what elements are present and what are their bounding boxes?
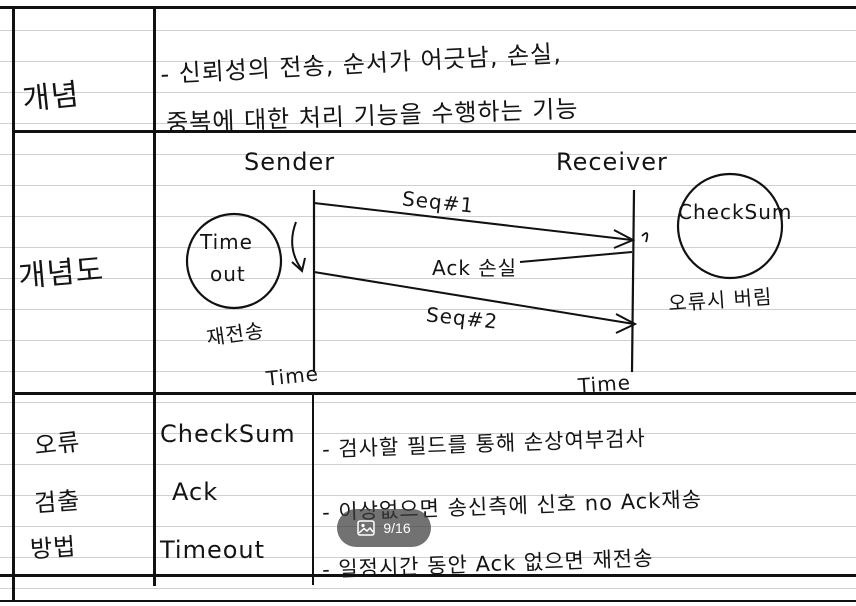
ack-arrow <box>519 251 633 263</box>
page-indicator-pill[interactable]: 9/16 <box>337 509 431 547</box>
timeout-label-2: out <box>210 262 246 286</box>
method-name-checksum: CheckSum <box>160 420 296 448</box>
methods-label-2: 검출 <box>33 486 82 518</box>
timeout-circle <box>185 212 283 310</box>
page-indicator-text: 9/16 <box>383 520 411 536</box>
methods-label-3: 방법 <box>29 532 78 564</box>
ack-label: Ack 손실 <box>432 256 518 280</box>
receiver-timeline <box>630 189 636 373</box>
left-border <box>12 6 15 602</box>
checksum-circle <box>676 172 784 280</box>
method-name-timeout: Timeout <box>160 536 266 564</box>
time-right-label: Time <box>577 370 632 398</box>
method-column-divider <box>312 395 314 585</box>
top-border <box>0 6 856 9</box>
seq1-arrow <box>313 202 633 241</box>
bottom-border-2 <box>0 600 856 602</box>
seq1-arrowhead <box>613 229 636 249</box>
sender-label: Sender <box>244 148 336 176</box>
timeout-label-1: Time <box>200 230 253 254</box>
image-icon <box>357 520 376 536</box>
seq2-arrow <box>313 271 635 325</box>
method-name-ack: Ack <box>172 478 219 506</box>
timeout-curve-arrow <box>291 221 303 271</box>
row-divider-1 <box>12 130 856 133</box>
seq2-arrowhead <box>615 313 638 334</box>
receiver-label: Receiver <box>556 148 668 176</box>
checksum-label: CheckSum <box>678 200 793 224</box>
row-divider-2 <box>12 392 856 395</box>
methods-label-1: 오류 <box>32 427 82 461</box>
receiver-check-mark <box>641 232 649 243</box>
timeout-arrowhead <box>291 257 306 273</box>
label-column-divider <box>153 6 156 586</box>
bottom-border <box>0 574 856 577</box>
